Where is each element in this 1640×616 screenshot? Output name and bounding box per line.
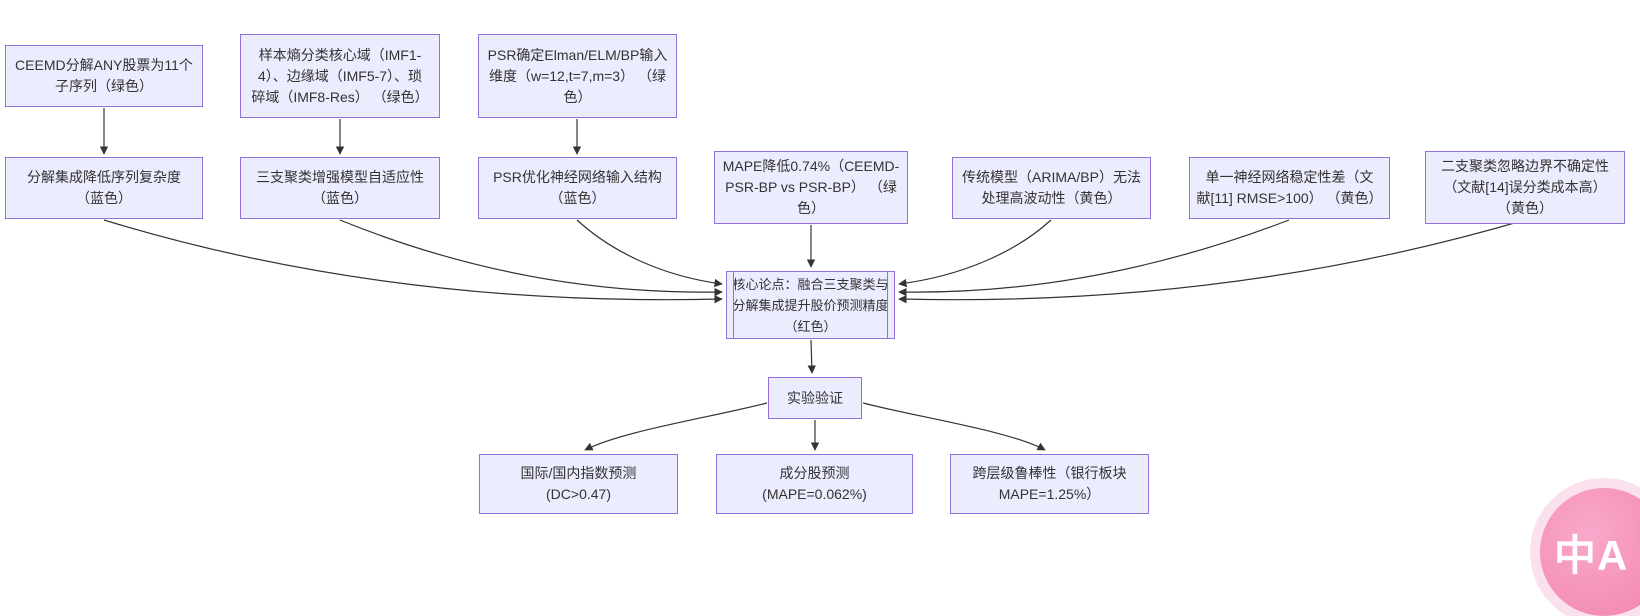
node-label-line: 分解集成降低序列复杂度: [27, 169, 181, 185]
node-label-line: 碎域（IMF8-Res） （绿色）: [251, 88, 429, 105]
node-label-line: 传统模型（ARIMA/BP）无法: [962, 169, 1141, 185]
diagram-stage: CEEMD分解ANY股票为11个子序列（绿色） 样本熵分类核心域（IMF1- 4）、…: [5, 34, 1625, 514]
node-robustness: 跨层级鲁棒性（银行板块 MAPE=1.25%）: [950, 454, 1149, 514]
node-two-way-limitation: 二支聚类忽略边界不确定性 （文献[14]误分类成本高） （黄色）: [1425, 151, 1625, 224]
node-label-line: 二支聚类忽略边界不确定性: [1441, 158, 1609, 174]
node-traditional-limitation: 传统模型（ARIMA/BP）无法处理高波动性（黄色）: [952, 157, 1151, 219]
node-label-line: 国际/国内指数预测: [520, 465, 637, 481]
edge-three-way-benefit-to-core-thesis: [339, 219, 723, 297]
node-label-line: (MAPE=0.062%): [762, 486, 867, 502]
node-label-line: 样本熵分类核心域（IMF1-: [258, 46, 422, 63]
node-core-thesis: 核心论点：融合三支聚类与分解集成提升股价预测精度 （红色）: [726, 271, 895, 339]
node-label-line: （蓝色）: [312, 190, 368, 206]
node-label-line: 分解集成提升股价预测精度: [732, 297, 889, 313]
node-psr-dimension: PSR确定Elman/ELM/BP输入维度（w=12,t=7,m=3） （绿色）: [478, 34, 677, 118]
node-label-line: MAPE=1.25%）: [998, 486, 1101, 502]
node-ceemd-decompose: CEEMD分解ANY股票为11个子序列（绿色）: [5, 45, 203, 107]
node-label-line: 处理高波动性（黄色）: [981, 190, 1122, 206]
edge-psr-benefit-to-core-thesis: [576, 219, 723, 288]
node-label-line: （蓝色）: [76, 190, 132, 206]
node-label-line: （红色）: [784, 318, 837, 334]
node-label-line: 色）: [797, 200, 825, 216]
node-label-line: MAPE降低0.74%（CEEMD-: [722, 158, 900, 174]
node-decomposition-benefit: 分解集成降低序列复杂度 （蓝色）: [5, 157, 203, 219]
node-mape-improvement: MAPE降低0.74%（CEEMD- PSR-BP vs PSR-BP） （绿色）: [714, 151, 908, 224]
node-label-line: 4）、边缘域（IMF5-7）、琐: [257, 67, 423, 84]
node-label-line: PSR确定Elman/ELM/BP输入: [487, 46, 668, 63]
node-label-line: （黄色）: [1497, 200, 1553, 216]
node-constituent-forecast: 成分股预测 (MAPE=0.062%): [716, 454, 913, 514]
node-label-line: （文献[14]误分类成本高）: [1443, 179, 1607, 195]
node-label-line: CEEMD分解ANY股票为11个: [15, 57, 193, 73]
node-label-line: (DC>0.47): [546, 486, 611, 502]
node-single-nn-limitation: 单一神经网络稳定性差（文献[11] RMSE>100） （黄色）: [1189, 157, 1390, 219]
node-label-line: PSR优化神经网络输入结构: [493, 169, 662, 185]
node-label-line: 色）: [563, 88, 592, 105]
edge-traditional-limitation-to-core-thesis: [898, 219, 1052, 288]
edge-layer: [99, 108, 1526, 451]
node-label-line: 实验验证: [787, 389, 843, 406]
node-three-way-benefit: 三支聚类增强模型自适应性 （蓝色）: [240, 157, 440, 219]
node-label-line: 维度（w=12,t=7,m=3） （绿: [488, 67, 666, 84]
node-sample-entropy: 样本熵分类核心域（IMF1- 4）、边缘域（IMF5-7）、琐碎域（IMF8-Re…: [240, 34, 440, 118]
node-label-line: 三支聚类增强模型自适应性: [256, 169, 424, 185]
edge-single-nn-limitation-to-core-thesis: [898, 219, 1290, 297]
edge-two-way-limitation-to-core-thesis: [898, 219, 1526, 304]
node-label-line: 献[11] RMSE>100） （黄色）: [1196, 190, 1383, 206]
node-label-line: PSR-BP vs PSR-BP） （绿: [725, 179, 897, 195]
node-label-line: 子序列（绿色）: [55, 78, 153, 94]
node-index-forecast: 国际/国内指数预测 (DC>0.47): [479, 454, 678, 514]
translate-icon: 中A: [1554, 531, 1629, 579]
node-label-line: 跨层级鲁棒性（银行板块: [972, 465, 1127, 481]
edge-core-thesis-to-experiment-validation: [807, 339, 816, 374]
node-label-line: 单一神经网络稳定性差（文: [1205, 169, 1374, 185]
node-experiment-validation: 实验验证: [768, 377, 862, 419]
edge-decomposition-benefit-to-core-thesis: [103, 219, 723, 304]
node-label-line: 核心论点：融合三支聚类与: [732, 276, 889, 292]
edge-experiment-validation-to-index-forecast: [584, 402, 768, 451]
edge-experiment-validation-to-robustness: [862, 402, 1046, 451]
node-psr-benefit: PSR优化神经网络输入结构 （蓝色）: [478, 157, 677, 219]
node-label-line: （蓝色）: [549, 190, 606, 206]
node-label-line: 成分股预测: [779, 465, 850, 481]
